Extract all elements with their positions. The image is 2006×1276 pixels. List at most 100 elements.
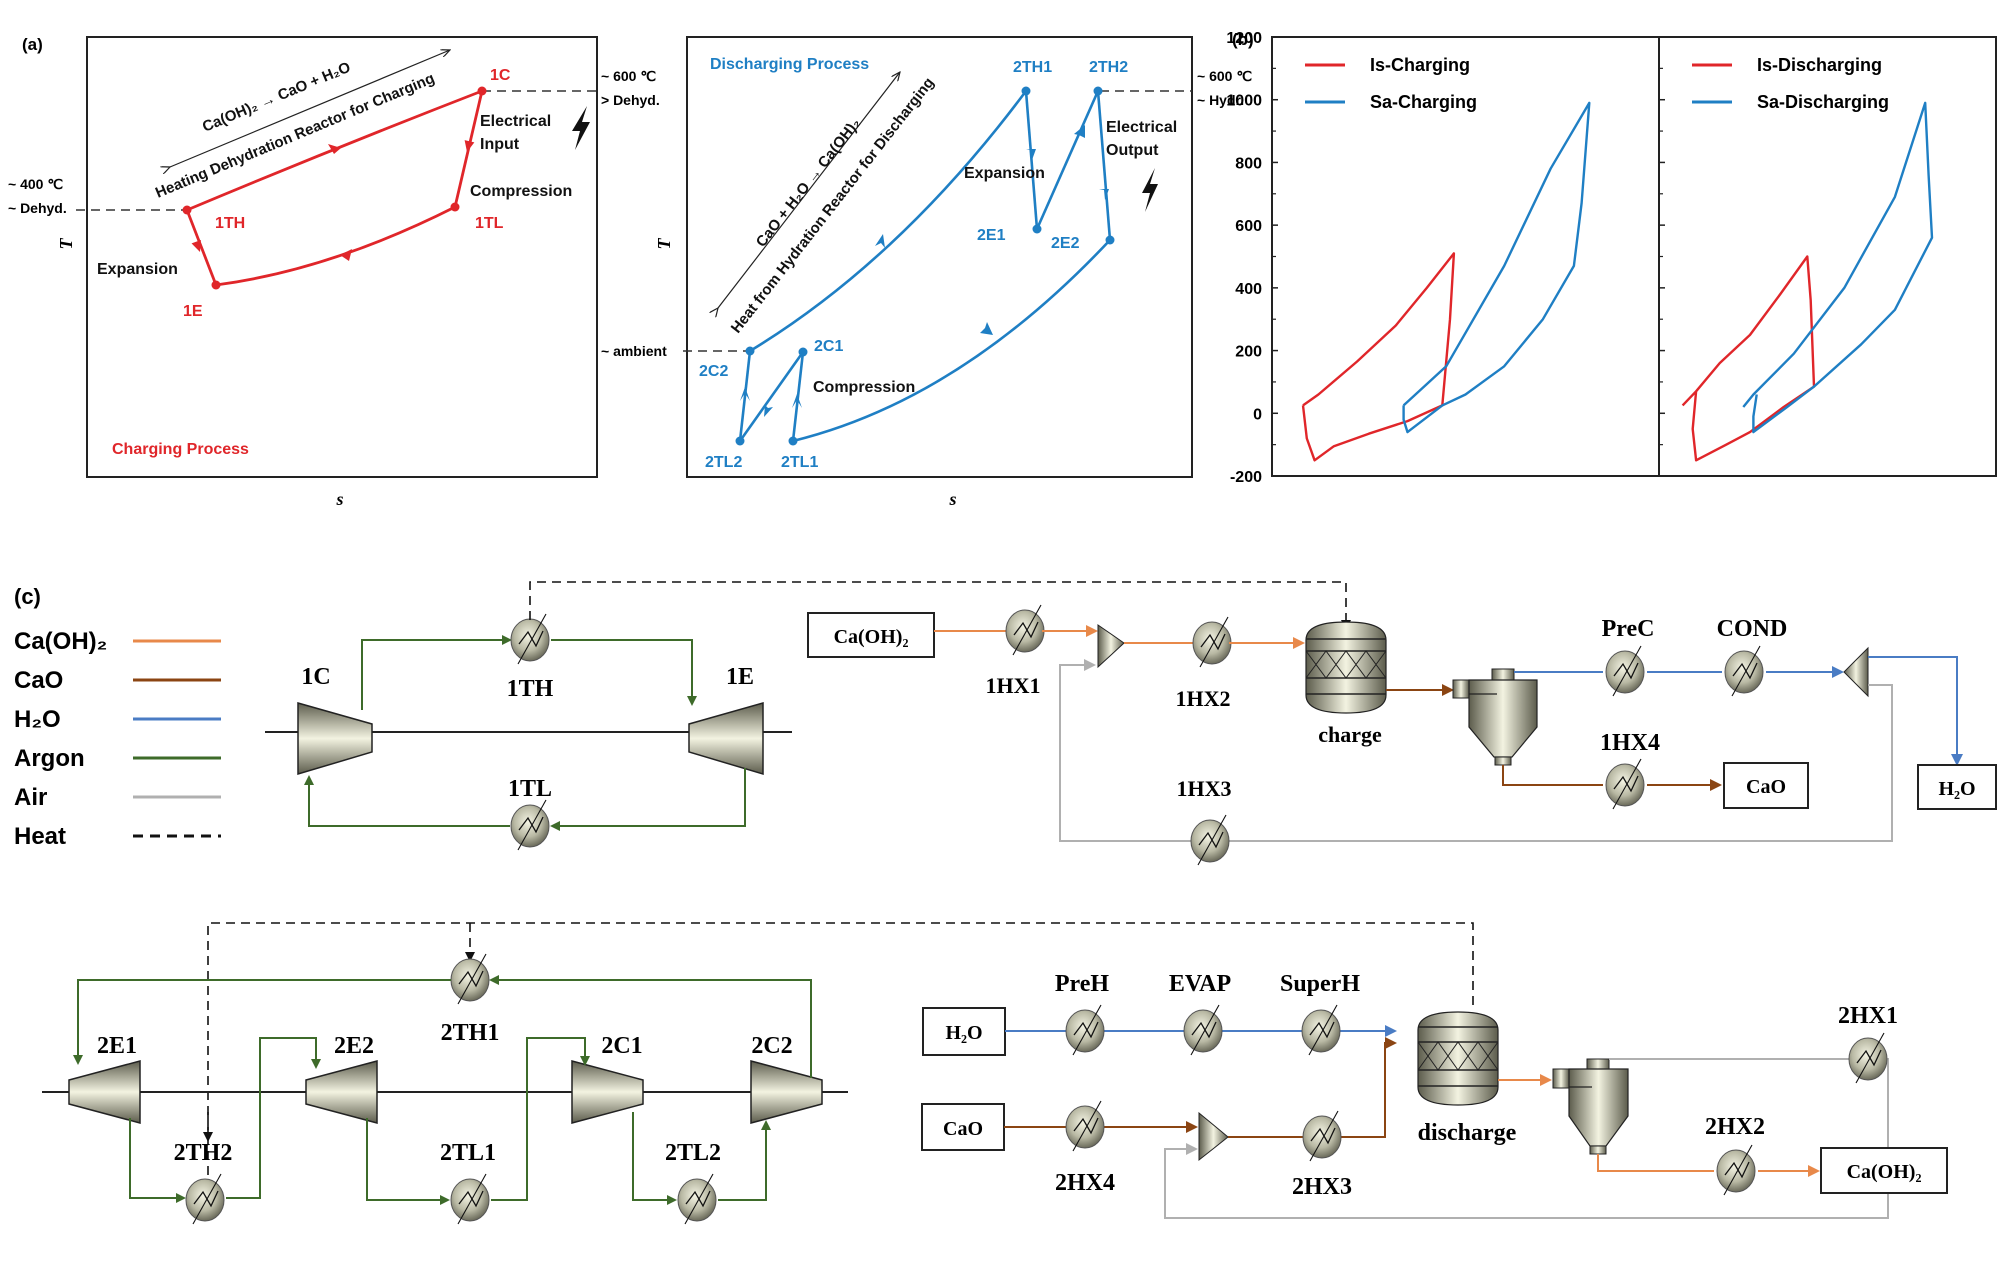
feed-CaOH2-label: Ca(OH)₂ xyxy=(834,626,909,648)
charging-process-title: Charging Process xyxy=(112,441,249,458)
heat-exchanger-1HX1-icon xyxy=(1005,604,1045,656)
heat-exchanger-EVAP-icon xyxy=(1183,1004,1223,1056)
label-2HX3: 2HX3 xyxy=(1292,1174,1352,1200)
heat-exchanger-1TH-icon xyxy=(510,613,550,665)
argon-stream-2E1-to-2TH2 xyxy=(129,1118,186,1203)
label-2TH2: 2TH2 xyxy=(174,1140,233,1166)
discharging-reheat-path xyxy=(1035,90,1100,230)
label-1E: 1E xyxy=(726,664,754,690)
lightning-bolt-icon xyxy=(572,106,590,150)
arrow-expansion1 xyxy=(1026,149,1036,160)
label-1C: 1C xyxy=(490,67,511,84)
point-1C xyxy=(477,86,487,96)
arrow-expansion2 xyxy=(1099,189,1109,200)
label-discharge: discharge xyxy=(1418,1120,1517,1146)
heat-exchanger-1TL-icon xyxy=(510,799,550,851)
label-2C1: 2C1 xyxy=(601,1033,642,1059)
point-2C1 xyxy=(798,347,808,357)
label-COND: COND xyxy=(1717,616,1788,642)
discharging-expansion-label: Expansion xyxy=(964,165,1045,182)
label-2E1: 2E1 xyxy=(97,1033,137,1059)
label-2TL1: 2TL1 xyxy=(440,1140,496,1166)
label-2C1: 2C1 xyxy=(814,338,843,355)
product-CaO-box xyxy=(1723,762,1809,809)
reactor-charge-icon xyxy=(1305,621,1387,714)
feed-CaO-label: CaO xyxy=(943,1118,983,1140)
label-1C: 1C xyxy=(301,664,330,690)
discharging-expansion2-path xyxy=(1096,90,1112,241)
label-1HX4: 1HX4 xyxy=(1600,730,1660,756)
gt-dehyd-annotation: > Dehyd. xyxy=(601,92,660,108)
dehyd-annotation: ~ Dehyd. xyxy=(8,200,67,216)
electrical-input-label-line1: Electrical xyxy=(480,113,551,130)
point-2C2 xyxy=(745,346,755,356)
temp-600-hydr-annotation: ~ 600 ℃ xyxy=(1197,68,1252,84)
arrow-compression xyxy=(464,140,475,152)
charging-reactor-train: Ca(OH)₂ 1HX1 1HX2 charge xyxy=(807,604,1997,866)
heat-exchanger-PreH-icon xyxy=(1065,1004,1105,1056)
legend-label-0: Ca(OH)₂ xyxy=(14,628,107,655)
y-tick-label: 800 xyxy=(1235,155,1262,172)
product-CaOH2-label: Ca(OH)₂ xyxy=(1847,1161,1922,1183)
expander-1E-icon xyxy=(688,702,764,776)
discharging-plot-frame xyxy=(686,36,1193,478)
argon-stream-1TH-to-1E xyxy=(551,639,697,706)
lightning-bolt-icon xyxy=(1142,168,1158,212)
heat-exchanger-PreC-icon xyxy=(1605,645,1645,697)
argon-stream-2TH2-to-2E2 xyxy=(226,1037,321,1199)
heat-exchanger-SuperH-icon xyxy=(1301,1004,1341,1056)
discharging-loop: 2E1 2E2 2C1 2C2 2TH1 2TH2 2TL1 2TL2 xyxy=(42,922,1474,1225)
label-1E: 1E xyxy=(183,303,203,320)
h2o-stream-splitter-to-product xyxy=(1868,656,1963,766)
discharging-reactor-label: Heat from Hydration Reactor for Discharg… xyxy=(728,74,938,336)
arrow-discharging-heating xyxy=(875,234,885,248)
cao-stream-cyclone-to-1HX4 xyxy=(1502,765,1603,786)
heat-stream-discharge-loop xyxy=(207,922,1474,1190)
arrow-expansion xyxy=(191,239,201,252)
y-tick-label: 400 xyxy=(1235,281,1262,298)
argon-stream-2C2-to-2TH1 xyxy=(489,975,812,1078)
charging-cooling-path xyxy=(215,205,456,287)
label-1HX1: 1HX1 xyxy=(986,673,1041,698)
charging-y-axis-label: T xyxy=(56,238,76,250)
charging-x-axis-label: s xyxy=(335,489,343,509)
label-2TL1: 2TL1 xyxy=(781,454,818,471)
product-H2O-box xyxy=(1917,764,1997,810)
heat-exchanger-2TL2-icon xyxy=(677,1173,717,1225)
y-tick-label: 0 xyxy=(1253,406,1262,423)
legend-label-is-charging: Is-Charging xyxy=(1370,55,1470,75)
legend-label-2: H₂O xyxy=(14,706,61,733)
feed-H2O-box xyxy=(922,1007,1006,1056)
label-2C2: 2C2 xyxy=(699,363,728,380)
y-tick-label: -200 xyxy=(1230,469,1262,486)
argon-stream-1E-to-1TL xyxy=(550,768,746,831)
charging-plot-frame xyxy=(86,36,598,478)
argon-stream-2E2-to-2TL1 xyxy=(366,1118,450,1205)
expander-2E2-icon xyxy=(305,1060,378,1124)
ambient-annotation: ~ ambient xyxy=(601,343,667,359)
label-2TH2: 2TH2 xyxy=(1089,59,1128,76)
heat-exchanger-2TL1-icon xyxy=(450,1173,490,1225)
temp-600-annotation: ~ 600 ℃ xyxy=(601,68,656,84)
discharging-compression-label: Compression xyxy=(813,379,915,396)
discharging-reactor-train: H₂O PreH EVAP SuperH CaO 2HX4 2HX3 xyxy=(921,971,1948,1219)
discharging-intercool-path xyxy=(738,351,805,442)
label-PreC: PreC xyxy=(1602,616,1655,642)
heat-exchanger-2TH1-icon xyxy=(450,953,490,1005)
air-recycle-stream-charging xyxy=(1059,659,1893,842)
series-is-charging xyxy=(1301,252,1456,462)
panel-c-label: (c) xyxy=(14,584,41,609)
electrical-output-label-line1: Electrical xyxy=(1106,119,1177,136)
legend-label-1: CaO xyxy=(14,667,63,694)
product-CaOH2-box xyxy=(1820,1147,1948,1194)
air-recycle-stream-discharging xyxy=(1164,1058,1889,1219)
y-tick-label: 1000 xyxy=(1226,93,1262,110)
label-1TH: 1TH xyxy=(215,215,245,232)
discharging-compression1-path xyxy=(791,351,805,442)
panel-a: (a) s T ~ 400 ℃ ~ Dehyd. 1C 1TH 1TL xyxy=(8,35,1252,509)
heat-exchanger-1HX2-icon xyxy=(1192,616,1232,668)
y-tick-label: 1200 xyxy=(1226,30,1262,47)
label-2HX2: 2HX2 xyxy=(1705,1114,1765,1140)
